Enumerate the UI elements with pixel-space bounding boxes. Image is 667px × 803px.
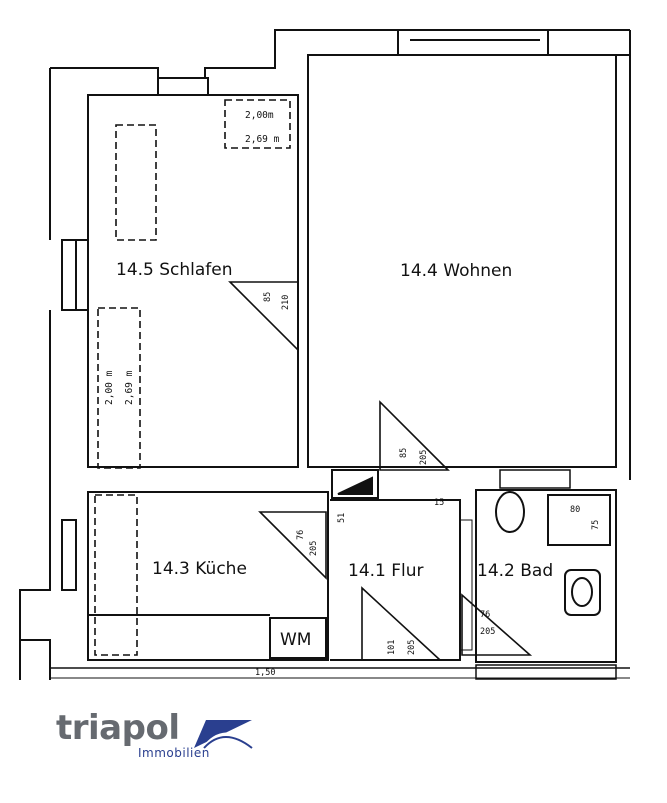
window-wohnen-north bbox=[397, 29, 549, 56]
brand-name: triapol bbox=[56, 708, 180, 748]
dim-kueche-door-w: 76 bbox=[296, 530, 306, 540]
dim-door-wohnen-w: 85 bbox=[399, 448, 409, 458]
sink bbox=[564, 569, 601, 616]
dim-flur-door-w: 101 bbox=[387, 640, 397, 655]
window-schlafen-north bbox=[157, 77, 209, 96]
dim-bottom-150: 1,50 bbox=[255, 668, 275, 678]
toilet bbox=[495, 491, 525, 533]
window-schlafen-west bbox=[61, 239, 77, 311]
dim-wardrobe-side-h1: 2,00 m bbox=[104, 370, 115, 405]
bathtub bbox=[547, 494, 611, 546]
door-wohnen-frame bbox=[331, 469, 379, 499]
door-bad-swing bbox=[461, 593, 533, 656]
dim-flur-15: 15 bbox=[434, 498, 444, 508]
dim-wardrobe-top-h1: 2,00m bbox=[245, 110, 274, 121]
room-schlafen-outline bbox=[87, 94, 299, 468]
door-flur-swing bbox=[361, 586, 443, 661]
door-kueche-swing bbox=[258, 511, 327, 580]
dim-tub-75: 75 bbox=[591, 520, 601, 530]
dim-kueche-door-h: 205 bbox=[309, 541, 319, 556]
dim-tub-80: 80 bbox=[570, 505, 580, 515]
door-wohnen-swing bbox=[379, 400, 450, 471]
room-label-kueche: 14.3 Küche bbox=[152, 559, 247, 579]
door-schlafen-swing bbox=[228, 281, 299, 352]
dim-door-schlafen-h: 210 bbox=[281, 295, 291, 310]
dim-bad-door-w: 76 bbox=[480, 610, 490, 620]
label-wm: WM bbox=[280, 630, 311, 650]
dim-flur-door-h: 205 bbox=[407, 640, 417, 655]
room-kueche-outline bbox=[87, 491, 329, 661]
room-label-bad: 14.2 Bad bbox=[477, 561, 553, 581]
dim-flur-51: 51 bbox=[337, 513, 347, 523]
wm-box bbox=[269, 617, 327, 659]
room-bad-outline bbox=[475, 489, 617, 663]
dim-bad-door-h: 205 bbox=[480, 627, 495, 637]
dim-wardrobe-side-h2: 2,69 m bbox=[124, 370, 135, 405]
floor-plan: 14.5 Schlafen 14.4 Wohnen 14.3 Küche 14.… bbox=[19, 29, 631, 680]
brand-mark-icon bbox=[194, 720, 254, 750]
window-kueche-west bbox=[61, 519, 77, 591]
dim-wardrobe-top-h2: 2,69 m bbox=[245, 134, 280, 145]
brand-sub: Immobilien bbox=[138, 746, 210, 760]
room-label-schlafen: 14.5 Schlafen bbox=[116, 260, 233, 280]
outer-wall bbox=[50, 29, 400, 79]
brand-logo: triapol Immobilien bbox=[56, 708, 266, 768]
dim-door-wohnen-h: 205 bbox=[419, 450, 429, 465]
dim-door-schlafen-w: 85 bbox=[263, 292, 273, 302]
room-label-flur: 14.1 Flur bbox=[348, 561, 424, 581]
room-label-wohnen: 14.4 Wohnen bbox=[400, 261, 512, 281]
